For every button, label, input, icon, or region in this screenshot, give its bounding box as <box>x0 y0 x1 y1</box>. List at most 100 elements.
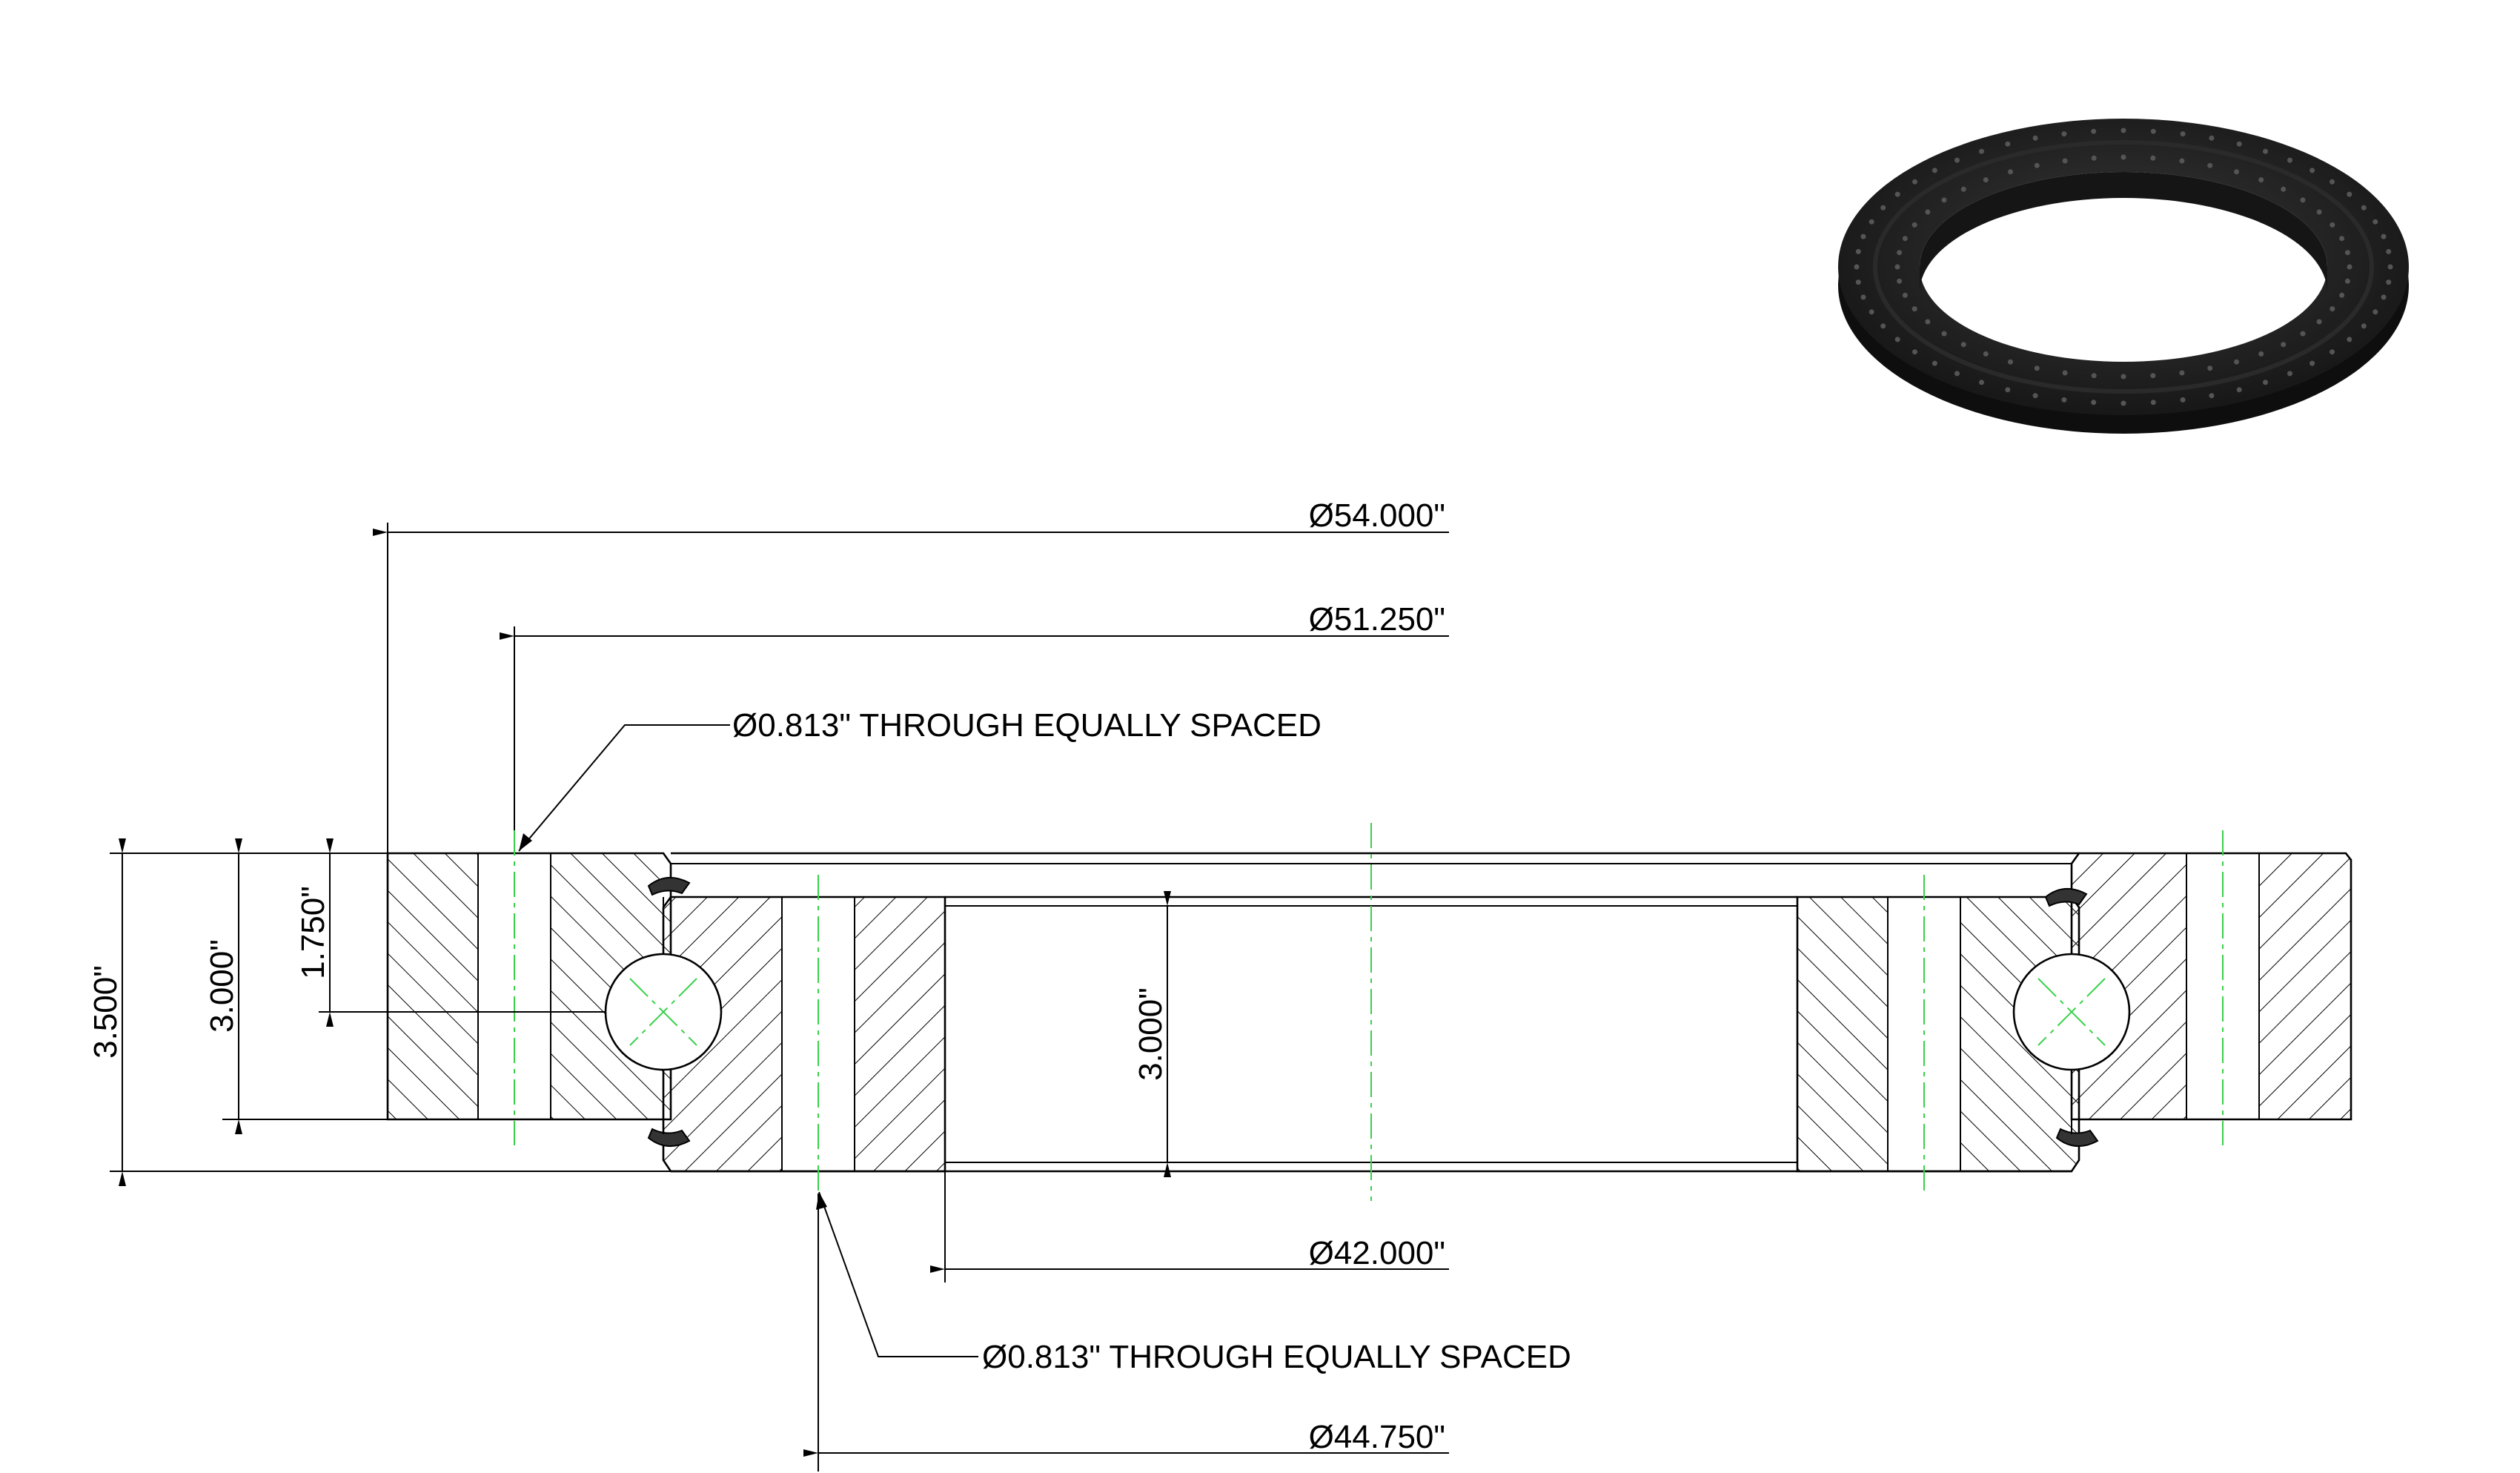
bolt-hole-dot <box>2344 250 2350 256</box>
note-outer-holes: Ø0.813" THROUGH EQUALLY SPACED <box>732 707 1322 744</box>
dim-inner-bolt-circle: Ø44.750" <box>1309 1419 1445 1455</box>
bolt-hole-dot <box>2387 264 2393 270</box>
bolt-hole-dot <box>2386 248 2392 254</box>
dim-inner-diameter: Ø42.000" <box>1309 1235 1445 1271</box>
bolt-hole-dot <box>2209 393 2215 399</box>
bolt-hole-dot <box>2061 131 2067 137</box>
bolt-hole-dot <box>2032 135 2038 141</box>
dim-ball-center-height: 1.750" <box>295 886 331 979</box>
bolt-hole-dot <box>2150 373 2156 379</box>
bolt-hole-dot <box>1911 222 1917 228</box>
bolt-hole-dot <box>2032 393 2038 399</box>
bolt-hole-dot <box>1897 278 1903 284</box>
bolt-hole-dot <box>1983 177 1989 183</box>
bolt-hole-dot <box>2310 360 2315 366</box>
bolt-hole-dot <box>1860 234 1866 239</box>
bolt-hole-dot <box>1954 371 1960 377</box>
bolt-hole-dot <box>2091 400 2097 406</box>
bolt-hole-dot <box>2207 162 2213 168</box>
bolt-hole-dot <box>2179 370 2185 376</box>
bolt-hole-dot <box>1912 179 1917 185</box>
bolt-hole-dot <box>2062 158 2068 164</box>
bolt-hole-dot <box>2008 359 2013 365</box>
bolt-hole-dot <box>2258 351 2264 357</box>
bolt-hole-dot <box>1855 279 1861 285</box>
section-view <box>386 823 2352 1201</box>
bolt-hole-dot <box>1855 248 1861 254</box>
bolt-hole-dot <box>1925 319 1931 325</box>
bolt-hole-dot <box>1983 351 1989 357</box>
bolt-hole-dot <box>1880 205 1886 211</box>
bolt-hole-dot <box>1902 292 1908 298</box>
centerlines <box>514 823 2224 1201</box>
bolt-hole-dot <box>2281 342 2287 348</box>
bolt-hole-dot <box>2061 397 2067 403</box>
bolt-hole-dot <box>1960 342 1966 348</box>
bolt-hole-dot <box>1960 186 1966 192</box>
note-inner-holes: Ø0.813" THROUGH EQUALLY SPACED <box>982 1339 1571 1375</box>
bolt-hole-dot <box>1941 197 1947 203</box>
bolt-hole-dot <box>1911 306 1917 312</box>
bolt-hole-dot <box>2347 264 2352 270</box>
bolt-hole-dot <box>2373 219 2378 225</box>
bolt-hole-dot <box>2339 236 2345 242</box>
bolt-hole-dot <box>1932 168 1937 173</box>
bolt-hole-dot <box>1925 209 1931 215</box>
bolt-hole-dot <box>2386 279 2392 285</box>
bolt-hole-dot <box>2330 179 2335 185</box>
bolt-hole-dot <box>2034 365 2040 371</box>
bolt-hole-dot <box>1894 191 1900 197</box>
bolt-hole-dot <box>2361 205 2367 211</box>
bolt-hole-dot <box>1894 264 1900 270</box>
bolt-hole-dot <box>2300 197 2306 203</box>
bolt-hole-dot <box>1954 157 1960 163</box>
bolt-hole-dot <box>1902 236 1908 242</box>
bolt-hole-dot <box>2062 370 2068 376</box>
bolt-hole-dot <box>2330 349 2335 355</box>
bolt-hole-dot <box>1941 331 1947 337</box>
bolt-hole-dot <box>2121 400 2126 406</box>
bolt-hole-dot <box>2091 155 2097 161</box>
bolt-hole-dot <box>2121 374 2126 380</box>
bolt-hole-dot <box>2121 154 2126 160</box>
bolt-hole-dot <box>2287 371 2292 377</box>
bolt-hole-dot <box>2207 365 2213 371</box>
bolt-hole-dot <box>2180 131 2186 137</box>
bolt-hole-dot <box>2281 186 2287 192</box>
bolt-hole-dot <box>2209 135 2215 141</box>
bolt-hole-dot <box>2344 278 2350 284</box>
bolt-hole-dot <box>2034 162 2040 168</box>
bolt-hole-dot <box>2234 169 2239 175</box>
bolt-hole-dot <box>2381 294 2387 300</box>
bolt-hole-dot <box>1869 219 1874 225</box>
dim-outer-bolt-circle: Ø51.250" <box>1309 601 1445 638</box>
ball-left <box>604 953 723 1071</box>
outer-ring-left-section <box>386 852 672 1121</box>
bolt-hole-dot <box>1912 349 1917 355</box>
bolt-hole-dot <box>2236 387 2242 393</box>
bolt-hole-dot <box>2121 128 2126 133</box>
dim-inner-ring-height: 3.000" <box>1133 987 1169 1081</box>
bolt-hole-dot <box>2347 337 2352 342</box>
seals <box>647 877 2099 1147</box>
bolt-hole-dot <box>2234 359 2239 365</box>
bolt-hole-dot <box>2339 292 2345 298</box>
ball-right <box>2012 953 2131 1071</box>
bolt-hole-dot <box>2263 148 2268 154</box>
dimensions <box>110 523 1449 1472</box>
bolt-hole-dot <box>2263 380 2268 385</box>
bolt-hole-dot <box>2300 331 2306 337</box>
bolt-hole-dot <box>2347 191 2352 197</box>
bolt-hole-dot <box>2361 323 2367 329</box>
bolt-hole-dot <box>1894 337 1900 342</box>
bolt-hole-dot <box>2008 169 2013 175</box>
bolt-hole-dot <box>2236 141 2242 147</box>
bolt-hole-dot <box>2150 400 2156 406</box>
bolt-hole-dot <box>2005 387 2011 393</box>
dim-outer-ring-height: 3.000" <box>204 939 240 1033</box>
bolt-hole-dot <box>2330 306 2335 312</box>
dim-outer-diameter: Ø54.000" <box>1309 497 1445 534</box>
bolt-hole-dot <box>2005 141 2011 147</box>
bolt-hole-dot <box>2316 319 2322 325</box>
